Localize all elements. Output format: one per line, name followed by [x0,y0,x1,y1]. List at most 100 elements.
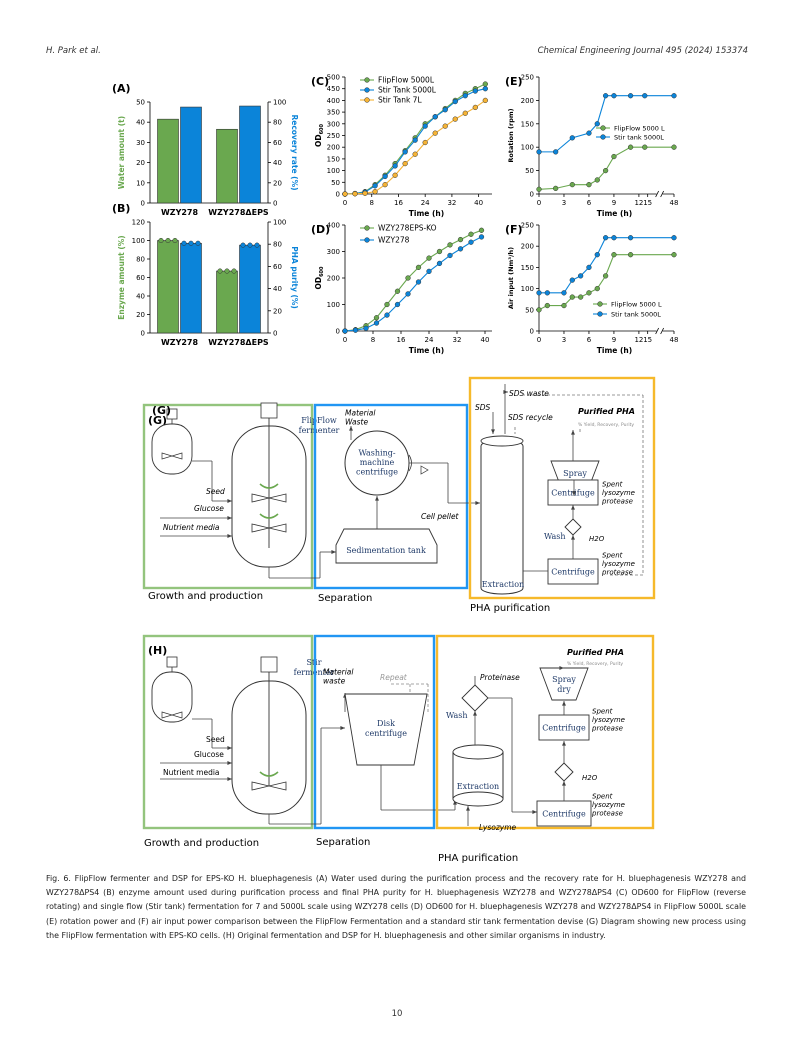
y2-tick-label: 60 [273,263,282,271]
x-tick-label: 48 [670,199,679,207]
purified-label: Purified PHA [578,407,635,416]
y-tick-label: 200 [521,97,534,105]
data-point [611,153,617,160]
axis-break [656,328,663,334]
separation-frame-g [313,403,469,590]
seed-arrow-head [227,499,232,503]
y2-tick-label: 20 [273,179,282,187]
legend-marker [597,301,603,307]
centrifuge-bottom [536,800,592,827]
legend-marker [597,311,603,317]
data-point [432,114,438,120]
centrifuge-to-dry-arrow-head [562,701,566,706]
data-point [392,172,398,178]
data-point [412,151,418,157]
sds-waste-arrow-head [503,390,508,394]
purification-label-g: PHA purification [470,603,550,614]
seed-label: Seed [206,735,225,744]
growth-label: Growth and production [144,838,259,849]
growth-frame-h [142,634,314,830]
x-tick-label: 16 [394,199,403,207]
data-point [247,242,253,248]
glucose-arrow-head [227,516,232,520]
x-tick-label: 0 [343,199,347,207]
x-axis-label: Time (h) [409,346,444,355]
y2-tick-label: 20 [273,307,282,315]
x-axis-label: Time (h) [409,209,444,218]
ferm-to-disk-arrow-head [340,726,345,730]
data-point [352,327,359,333]
x-tick-label: 3 [562,336,566,344]
series-line-WZY278EPS-KO [344,229,482,332]
data-point [544,290,550,296]
legend-marker [364,225,370,231]
data-point [627,252,634,258]
data-point [569,181,575,188]
data-point [457,246,464,252]
legend-label: Stir Tank 7L [378,96,422,105]
data-point [436,248,443,255]
seed-vessel [151,423,193,475]
data-point [627,93,634,99]
y-tick-label: 120 [132,219,145,227]
series-line-Stir tank 5000L [539,95,674,153]
extraction-tank-top [452,744,504,760]
series-line-Stir tank 5000L [539,237,674,294]
x-tick-label: 0 [537,336,541,344]
h2o-label: H2O [582,774,598,782]
data-point [602,167,609,174]
seed-label: Seed [206,487,225,496]
category-label: WZY278 [161,208,199,217]
y-axis-label: Rotation (rpm) [507,108,515,162]
data-point [462,110,468,116]
x-tick-label: 8 [369,199,373,207]
y2-axis-label: Recovery rate (%) [290,114,299,190]
data-point [577,273,584,279]
data-point [586,264,592,271]
data-point [671,235,677,241]
rotation-arrow [259,513,279,519]
data-point [188,240,194,246]
y2-tick-label: 100 [273,219,286,227]
seed-impeller [161,711,174,719]
data-point [594,177,600,183]
y2-tick-label: 100 [273,99,286,107]
bar-PHA purity (%) [239,244,261,334]
nutrient-label: Nutrient media [163,523,220,532]
rotation-arrow [259,483,279,489]
data-point [602,273,609,279]
data-point [181,240,187,246]
axis-break-mark [655,327,659,335]
data-point [432,130,438,136]
bar-Enzyme amount (%) [216,270,238,334]
category-label: WZY278ΔEPS [208,338,269,347]
centrifuge-top-label: Centrifuge [542,724,586,733]
impeller-blade [251,781,270,791]
panel-label: (G) [152,404,171,417]
data-point [468,231,474,237]
data-point [362,190,368,196]
legend-label: WZY278 [378,236,410,245]
bar-Recovery rate (%) [239,105,261,204]
wash-to-centrifuge-arrow-2-head [562,741,566,746]
data-point [671,144,677,150]
data-point [569,135,575,141]
data-point [158,237,164,244]
h2o-label: H2O [589,535,605,543]
glucose-label: Glucose [194,750,224,759]
data-point [569,277,575,283]
impeller-blade [268,781,287,791]
y2-tick-label: 80 [273,241,282,249]
y-tick-label: 0 [530,191,534,199]
x-tick-label: 40 [481,336,490,344]
data-point [254,242,260,248]
y-tick-label: 150 [327,155,340,163]
y-tick-label: 40 [136,119,145,127]
seed-arrow-head [227,746,232,750]
data-point [586,290,592,296]
data-point [436,260,443,267]
data-point [426,268,432,275]
